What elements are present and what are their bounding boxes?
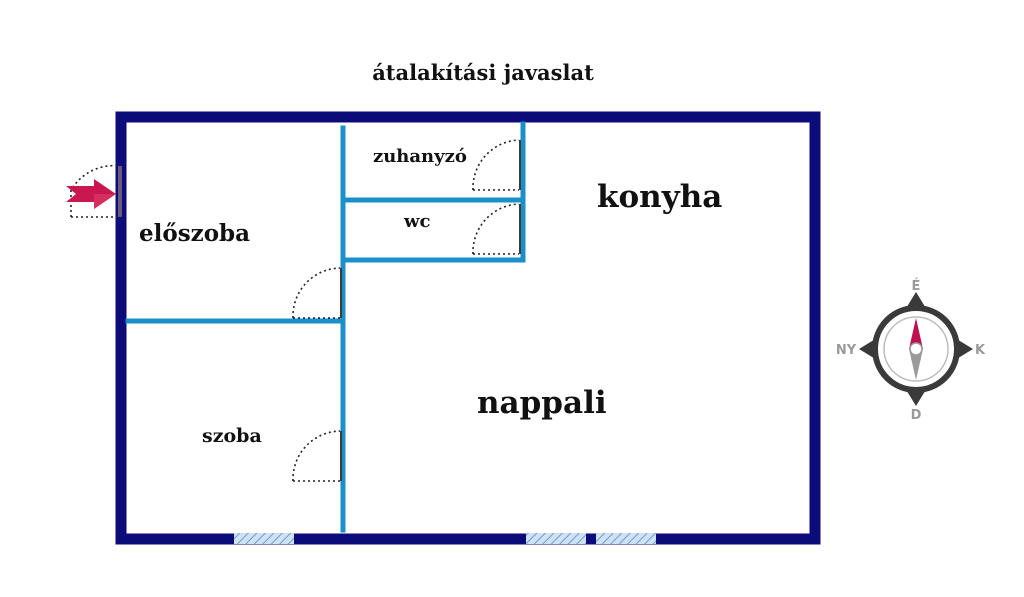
room-label-eloszoba: előszoba: [139, 220, 250, 247]
window: [526, 533, 586, 544]
compass-icon: [859, 292, 973, 406]
compass-west-label: NY: [836, 343, 857, 358]
window: [596, 533, 656, 544]
plan-title: átalakítási javaslat: [372, 60, 594, 85]
compass-east-label: K: [975, 343, 986, 358]
room-label-zuhanyzo: zuhanyzó: [373, 146, 467, 167]
room-label-konyha: konyha: [597, 179, 722, 215]
outer-wall: [115, 111, 821, 545]
door-swings: [70, 139, 520, 482]
room-label-nappali: nappali: [477, 385, 607, 421]
compass-south-label: D: [911, 408, 922, 423]
entry-arrow-icon: [66, 179, 116, 209]
window: [234, 533, 294, 544]
room-label-wc: wc: [403, 211, 430, 232]
door-leaves: [118, 140, 521, 481]
room-label-szoba: szoba: [202, 425, 262, 447]
compass-north-label: É: [912, 278, 921, 294]
inner-walls: [125, 121, 526, 533]
